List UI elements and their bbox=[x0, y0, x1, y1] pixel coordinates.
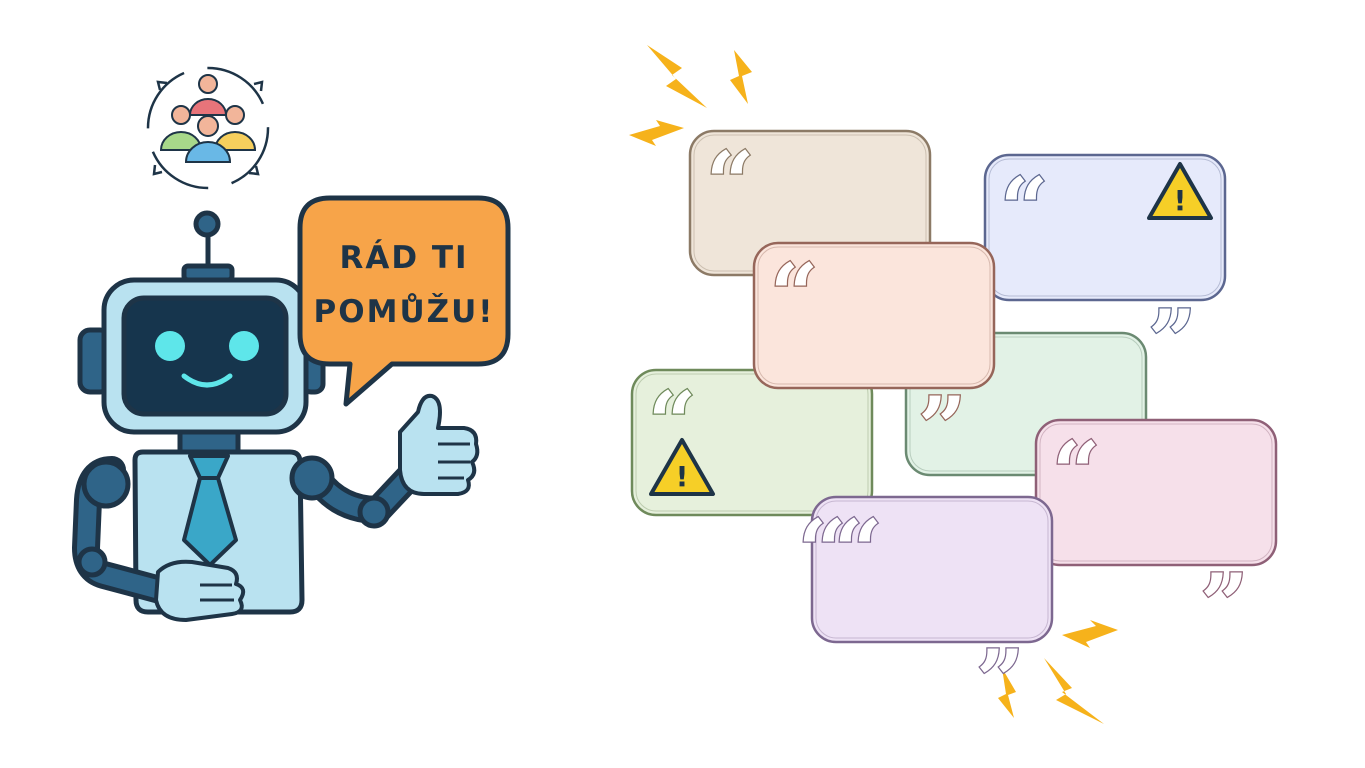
card-inner-line bbox=[1039, 423, 1273, 562]
robot-face-screen bbox=[121, 295, 289, 417]
lightning-icon bbox=[730, 50, 752, 104]
card-inner-line bbox=[757, 246, 991, 385]
card-frame bbox=[1034, 418, 1278, 567]
card-inner-line bbox=[909, 336, 1143, 472]
quote-icon: ” bbox=[1148, 291, 1196, 390]
card-pink: “” bbox=[1034, 418, 1278, 655]
card-green: “! bbox=[630, 368, 874, 517]
robot-eye-left bbox=[155, 331, 185, 361]
quote-icon: ” bbox=[1200, 555, 1248, 654]
quote-card-collage: ““”!“!“”“”““” bbox=[630, 129, 1278, 731]
warning-exclamation: ! bbox=[676, 460, 689, 493]
speech-bubble: RÁD TI POMŮŽU! bbox=[297, 195, 511, 407]
quote-icon: “ bbox=[1000, 159, 1048, 258]
quote-icon: ” bbox=[918, 378, 966, 477]
card-peach: “” bbox=[752, 241, 996, 478]
lightning-icon bbox=[629, 120, 684, 146]
lightning-icon bbox=[647, 45, 707, 108]
lightning-group-top bbox=[629, 45, 752, 146]
card-inner-line bbox=[988, 158, 1222, 297]
card-inner-line bbox=[815, 500, 1049, 639]
robot-eye-right bbox=[229, 331, 259, 361]
quote-icon: “ bbox=[1052, 423, 1100, 522]
quote-icon: “ bbox=[770, 245, 818, 344]
lightning-icon bbox=[1044, 658, 1104, 724]
quote-icon: “ bbox=[834, 501, 882, 600]
speech-bubble-line1: RÁD TI bbox=[339, 240, 468, 276]
speech-bubble-line2: POMŮŽU! bbox=[314, 293, 495, 330]
robot-mascot bbox=[72, 210, 480, 622]
card-purple: ““ ” bbox=[797, 495, 1054, 731]
warning-exclamation: ! bbox=[1174, 184, 1187, 217]
robot-antenna-tip bbox=[193, 210, 221, 238]
card-blue: “ ”! bbox=[983, 153, 1227, 391]
card-frame bbox=[810, 495, 1054, 644]
quote-icon: “ bbox=[798, 501, 846, 600]
robot-smile bbox=[181, 373, 233, 388]
lightning-icon bbox=[1062, 620, 1118, 648]
lightning-group-bottom bbox=[998, 620, 1118, 724]
quote-icon: ” bbox=[976, 631, 1024, 730]
team-cycle-icon bbox=[146, 66, 270, 190]
card-tan: “ bbox=[688, 129, 932, 277]
card-frame bbox=[752, 241, 996, 390]
warning-icon: ! bbox=[649, 438, 715, 496]
warning-icon: ! bbox=[1147, 162, 1213, 220]
quote-icon: “ bbox=[706, 133, 754, 232]
lightning-icon bbox=[998, 668, 1016, 718]
card-inner-line bbox=[635, 373, 869, 512]
